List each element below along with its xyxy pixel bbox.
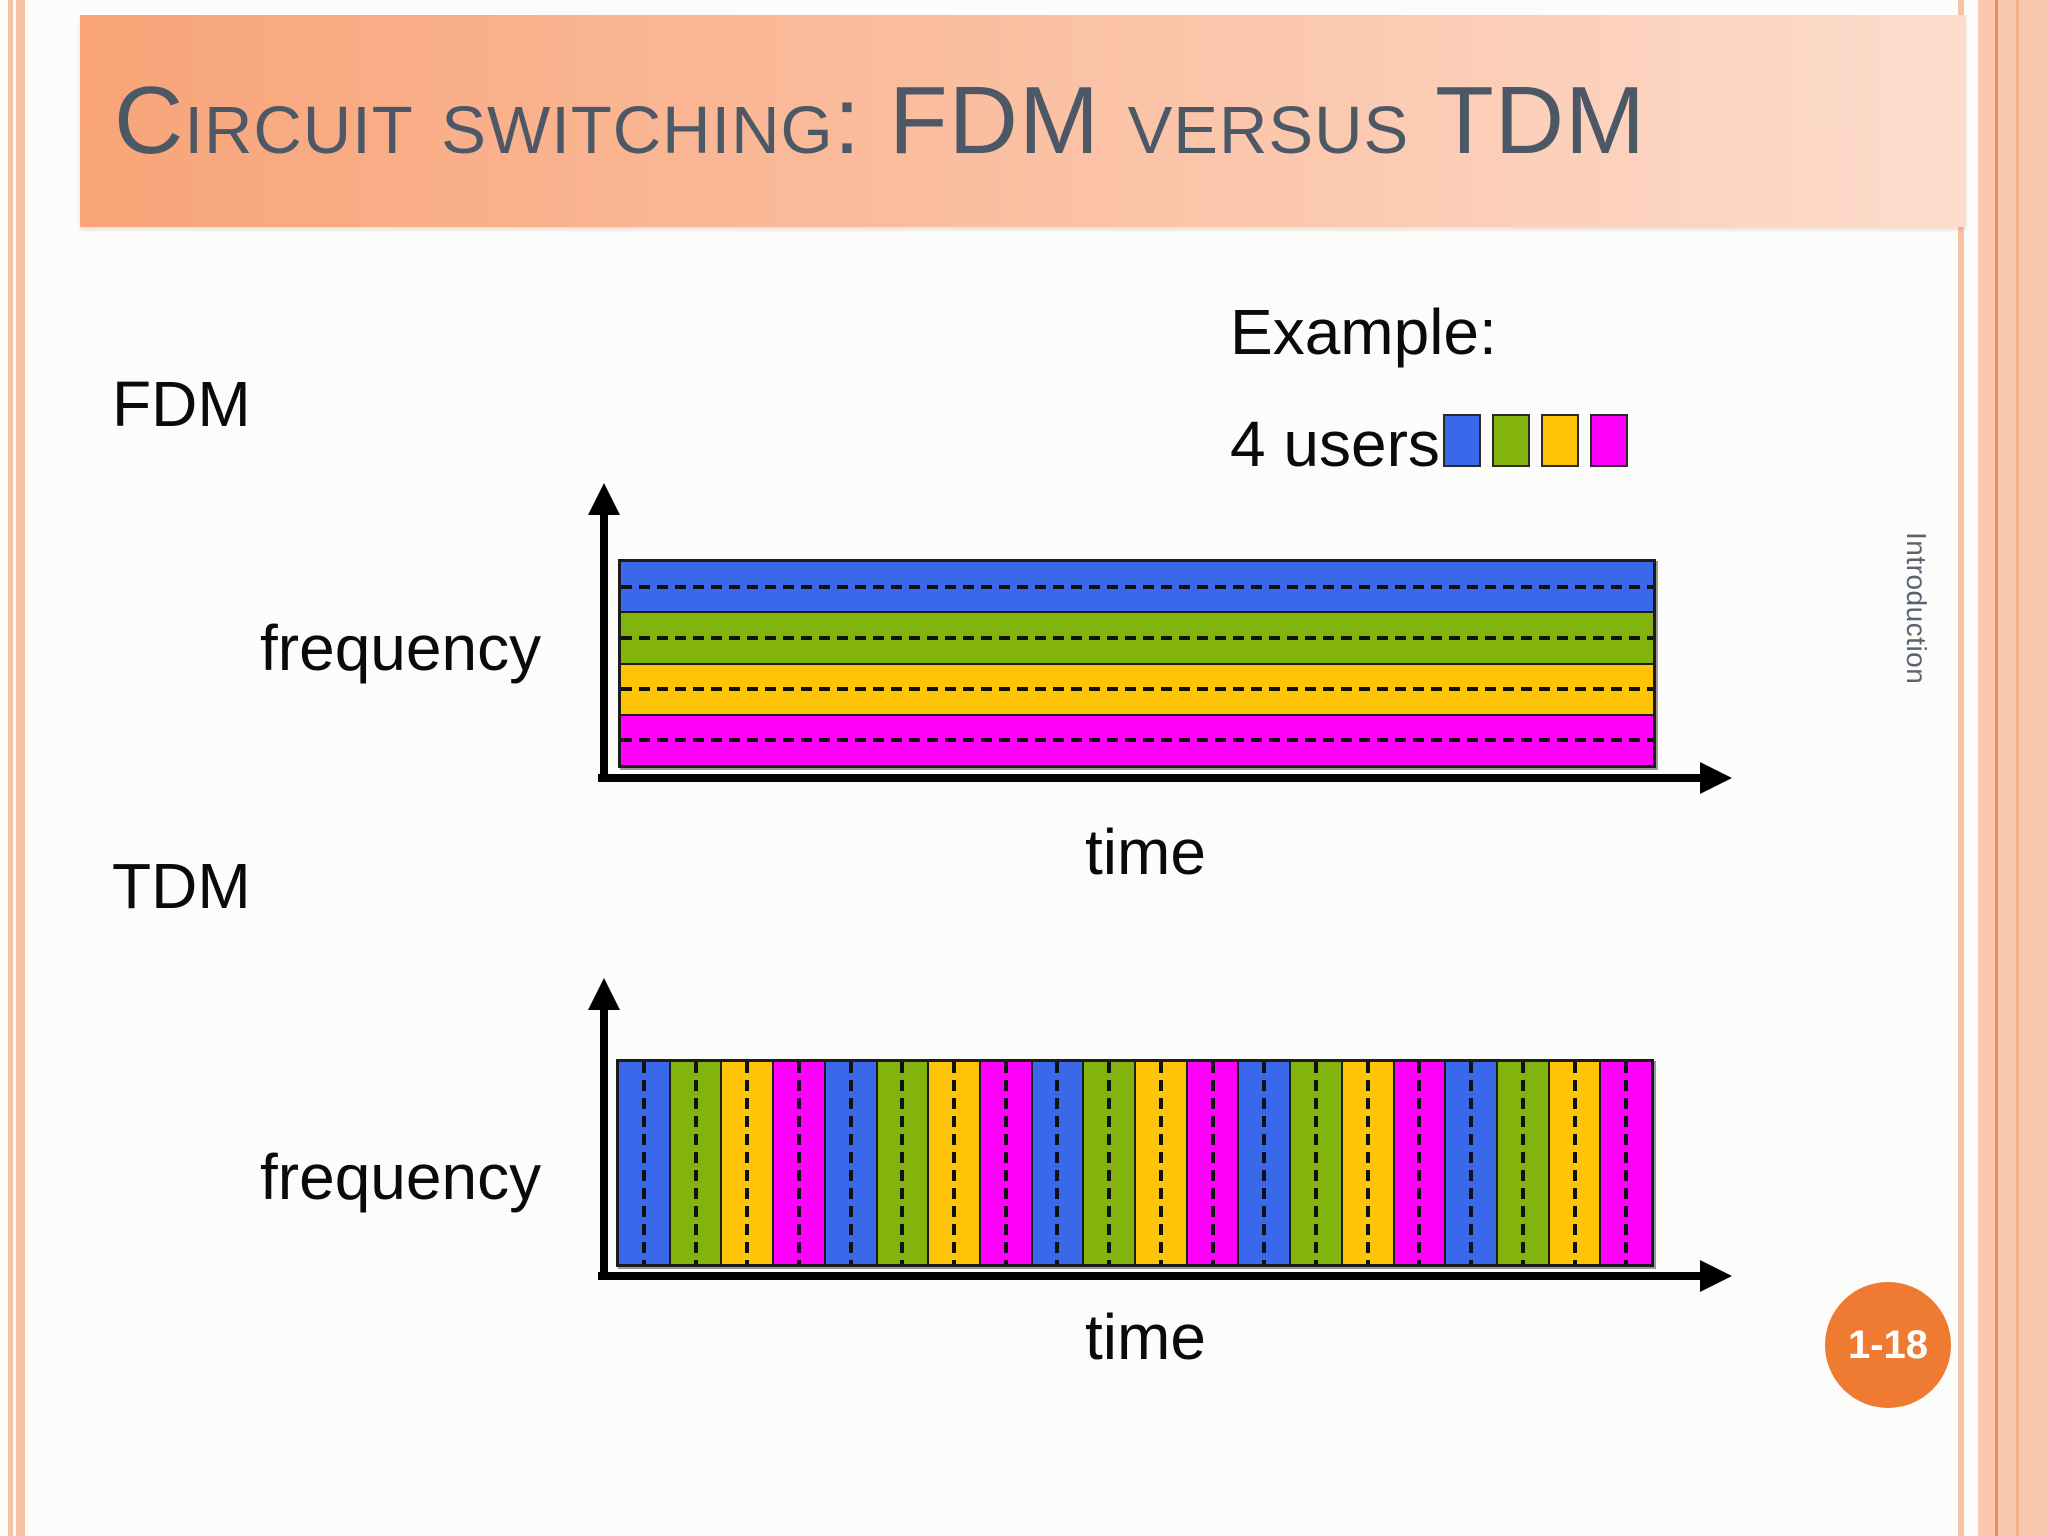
tdm-slot-dashed-divider	[1055, 1062, 1060, 1264]
tdm-slot-dashed-divider	[1572, 1062, 1577, 1264]
tdm-slot-13-blue	[1239, 1062, 1292, 1264]
tdm-slot-dashed-divider	[641, 1062, 646, 1264]
user-color-legend	[1443, 414, 1628, 467]
introduction-side-label: Introduction	[1901, 532, 1932, 685]
tdm-slot-8-magenta	[980, 1062, 1033, 1264]
tdm-x-axis	[598, 1272, 1700, 1280]
tdm-x-axis-arrowhead-icon	[1700, 1260, 1732, 1292]
tdm-slot-11-yellow	[1136, 1062, 1188, 1264]
user-color-swatch-magenta	[1590, 414, 1628, 467]
tdm-slot-dashed-divider	[900, 1062, 905, 1264]
left-border-stripe-outer	[8, 0, 13, 1536]
fdm-x-axis	[598, 774, 1700, 782]
tdm-slot-4-magenta	[774, 1062, 826, 1264]
tdm-y-axis-arrowhead-icon	[588, 978, 620, 1010]
tdm-slot-dashed-divider	[1158, 1062, 1163, 1264]
tdm-slot-dashed-divider	[952, 1062, 957, 1264]
tdm-slot-20-magenta	[1601, 1062, 1652, 1264]
tdm-slot-17-blue	[1446, 1062, 1498, 1264]
fdm-y-axis-arrowhead-icon	[588, 483, 620, 515]
fdm-x-axis-arrowhead-icon	[1700, 762, 1732, 794]
title-bar: Circuit switching: FDM versus TDM	[80, 15, 1966, 227]
tdm-slot-dashed-divider	[1365, 1062, 1370, 1264]
tdm-slot-9-blue	[1032, 1062, 1085, 1264]
tdm-slot-dashed-divider	[745, 1062, 750, 1264]
tdm-label: TDM	[112, 850, 251, 922]
tdm-slot-15-yellow	[1342, 1062, 1395, 1264]
tdm-frequency-axis-label: frequency	[260, 1141, 542, 1213]
page-number-badge: 1-18	[1825, 1282, 1951, 1408]
tdm-time-axis-label: time	[1085, 1301, 1206, 1373]
tdm-slot-dashed-divider	[1520, 1062, 1525, 1264]
fdm-time-axis-label: time	[1085, 816, 1206, 888]
tdm-slot-dashed-divider	[1107, 1062, 1112, 1264]
fdm-label: FDM	[112, 368, 251, 440]
tdm-slot-6-green	[877, 1062, 930, 1264]
tdm-slot-12-magenta	[1187, 1062, 1240, 1264]
example-subheading: 4 users	[1230, 408, 1440, 480]
tdm-slot-16-magenta	[1394, 1062, 1447, 1264]
fdm-band-yellow	[621, 664, 1653, 716]
tdm-slot-dashed-divider	[1469, 1062, 1474, 1264]
tdm-slot-1-blue	[619, 1062, 671, 1264]
tdm-slot-dashed-divider	[1417, 1062, 1422, 1264]
right-border-accent-line-2	[2016, 0, 2019, 1536]
tdm-slot-14-green	[1291, 1062, 1343, 1264]
fdm-band-magenta	[621, 715, 1653, 765]
fdm-band-blue	[621, 562, 1653, 614]
tdm-slot-18-green	[1497, 1062, 1550, 1264]
tdm-slot-10-green	[1084, 1062, 1137, 1264]
tdm-y-axis	[600, 1005, 608, 1277]
tdm-slot-7-yellow	[929, 1062, 981, 1264]
tdm-slot-dashed-divider	[1003, 1062, 1008, 1264]
tdm-slot-5-blue	[825, 1062, 878, 1264]
fdm-y-axis	[600, 510, 608, 780]
tdm-slot-3-yellow	[722, 1062, 775, 1264]
right-border-band	[1978, 0, 2048, 1536]
fdm-band-dashed-divider	[621, 687, 1653, 692]
tdm-slot-dashed-divider	[796, 1062, 801, 1264]
fdm-frequency-bands-diagram	[618, 559, 1656, 768]
tdm-slot-dashed-divider	[693, 1062, 698, 1264]
tdm-slot-dashed-divider	[848, 1062, 853, 1264]
user-color-swatch-green	[1492, 414, 1530, 467]
example-heading: Example:	[1230, 296, 1497, 368]
user-color-swatch-blue	[1443, 414, 1481, 467]
left-border-stripe-inner	[16, 0, 25, 1536]
tdm-slot-dashed-divider	[1262, 1062, 1267, 1264]
right-border-accent-line	[1995, 0, 1998, 1536]
fdm-band-dashed-divider	[621, 738, 1653, 743]
tdm-slot-dashed-divider	[1313, 1062, 1318, 1264]
fdm-band-dashed-divider	[621, 635, 1653, 640]
tdm-slot-19-yellow	[1549, 1062, 1602, 1264]
page-number-text: 1-18	[1847, 1322, 1929, 1367]
fdm-band-dashed-divider	[621, 584, 1653, 589]
user-color-swatch-yellow	[1541, 414, 1579, 467]
fdm-band-green	[621, 613, 1653, 665]
tdm-slot-dashed-divider	[1624, 1062, 1629, 1264]
fdm-frequency-axis-label: frequency	[260, 612, 542, 684]
tdm-slot-2-green	[670, 1062, 723, 1264]
page-title: Circuit switching: FDM versus TDM	[114, 67, 1647, 174]
tdm-time-slots-diagram	[616, 1059, 1654, 1267]
right-border-stripe-thin	[1958, 0, 1964, 1536]
tdm-slot-dashed-divider	[1210, 1062, 1215, 1264]
